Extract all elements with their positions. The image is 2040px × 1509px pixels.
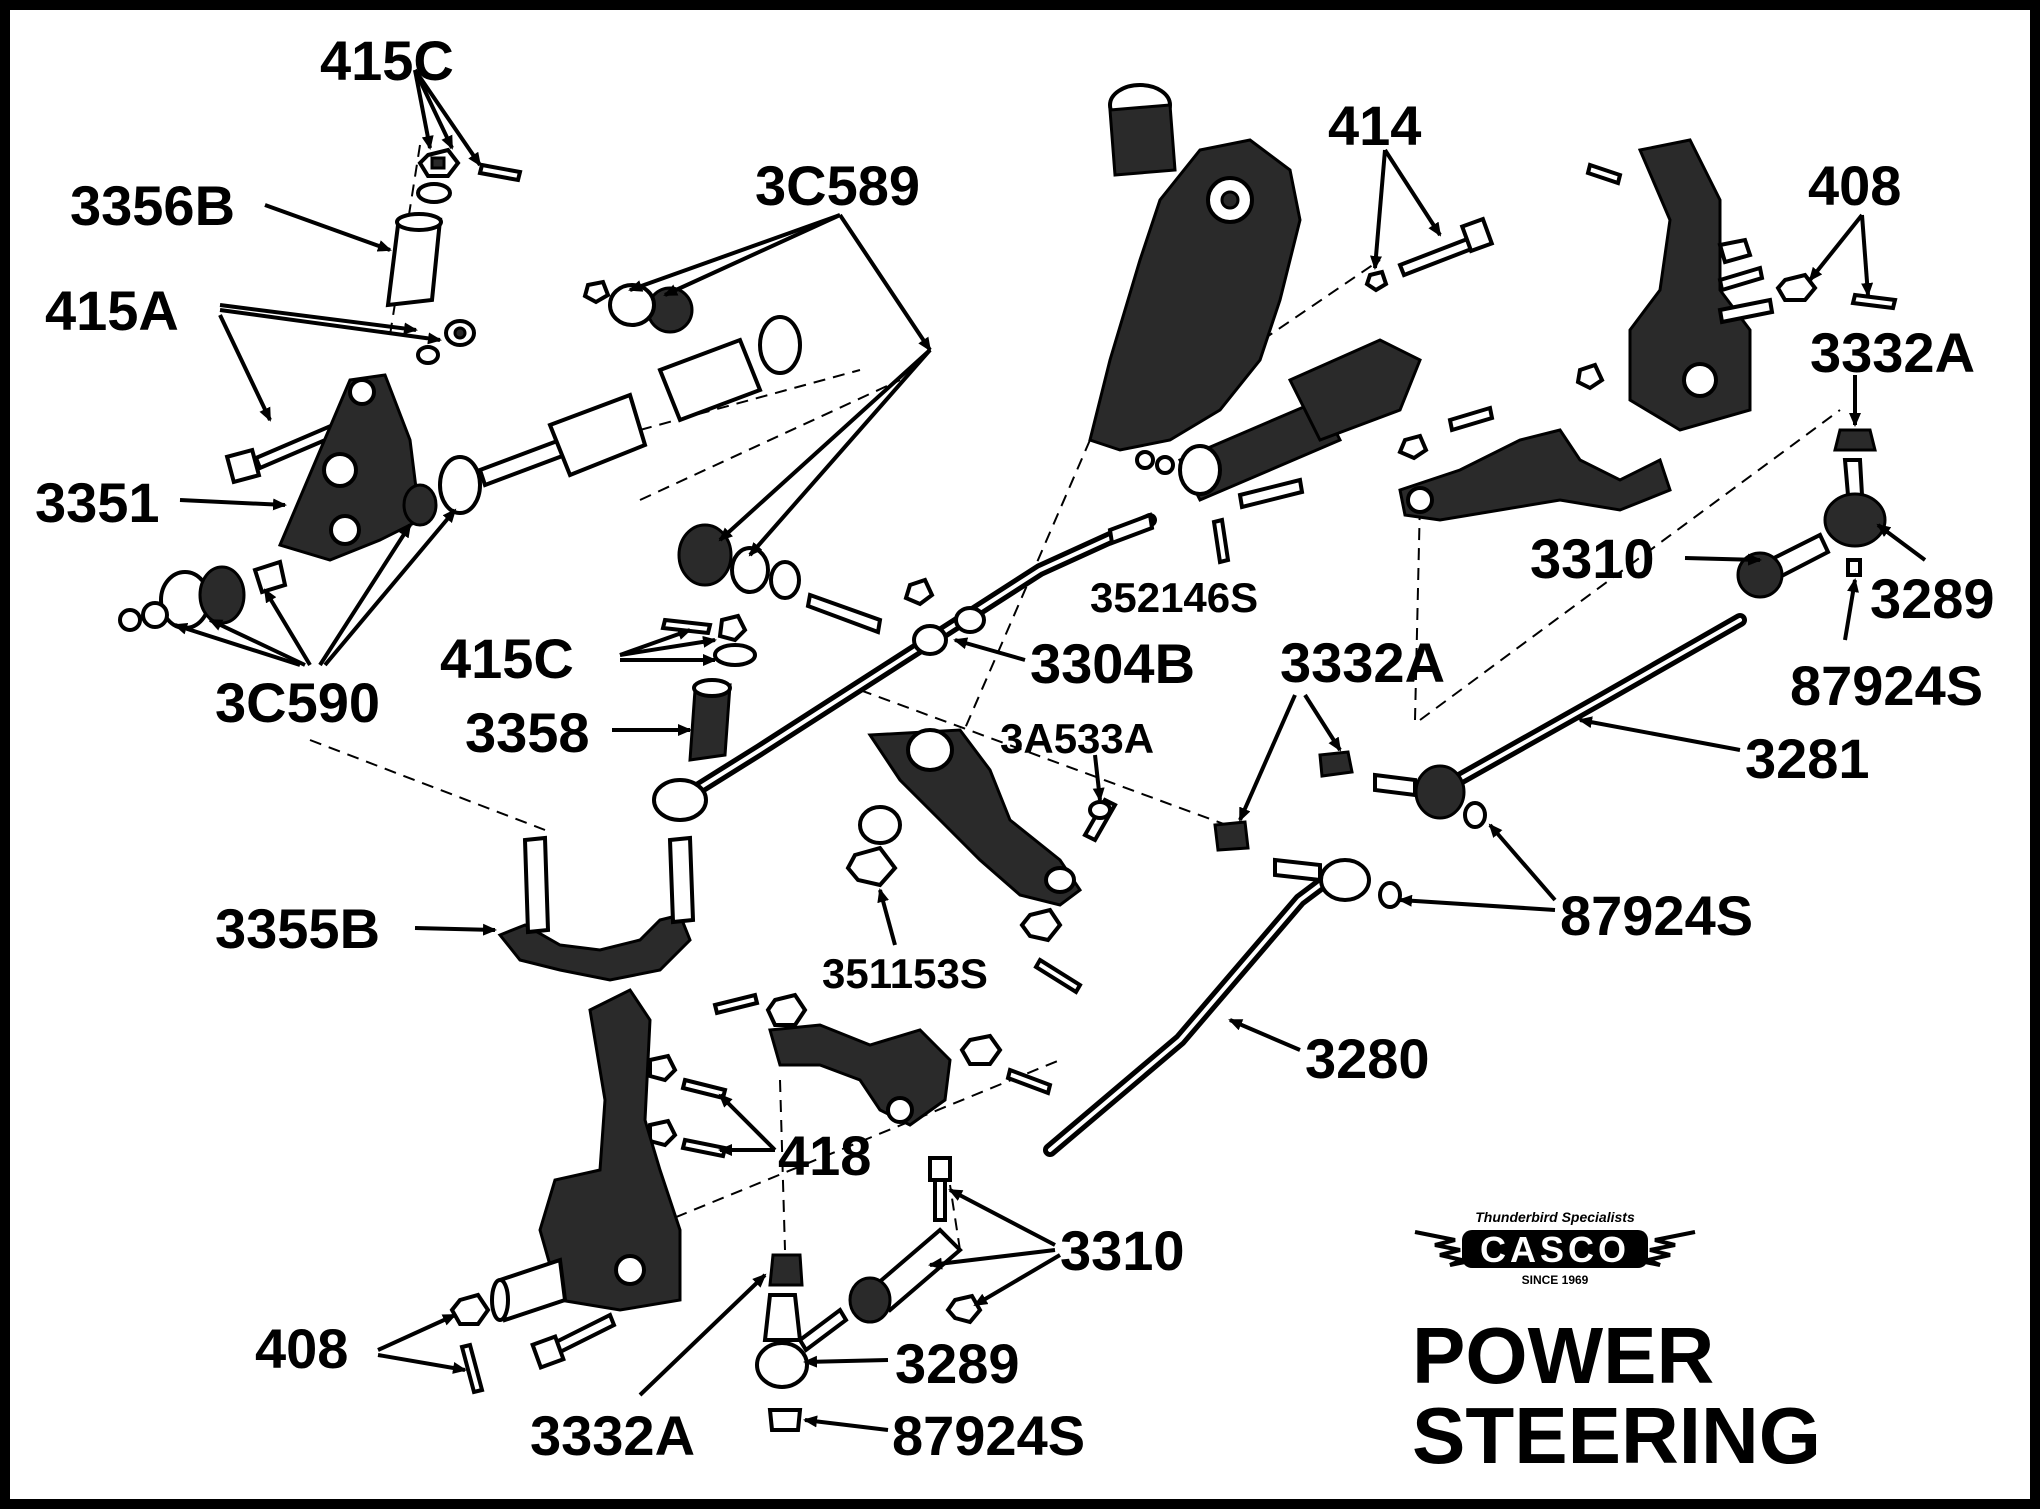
center-link-3304b xyxy=(652,512,1157,822)
label-3310-bot: 3310 xyxy=(1060,1219,1185,1282)
diagram-title-line2: STEERING xyxy=(1412,1391,1821,1480)
tie-rod-end-3289-lower xyxy=(755,1253,849,1432)
label-3281: 3281 xyxy=(1745,727,1870,790)
label-87924s-bot: 87924S xyxy=(892,1404,1085,1467)
label-3332a-mid: 3332A xyxy=(1280,631,1445,694)
label-3355b: 3355B xyxy=(215,897,380,960)
castle-nut-415c-mid xyxy=(660,613,757,667)
logo-since: SINCE 1969 xyxy=(1522,1273,1589,1287)
bolt-414 xyxy=(1364,216,1495,293)
label-408-bot: 408 xyxy=(255,1317,348,1380)
spindle-arm-upper-right xyxy=(1575,138,1775,432)
seal-3332a-mid xyxy=(1213,750,1354,852)
clamp-3310-lower xyxy=(848,1156,983,1325)
label-3332a-bot: 3332A xyxy=(530,1404,695,1467)
nut-cotter-408-lower xyxy=(449,1292,491,1395)
label-414: 414 xyxy=(1328,94,1421,157)
tie-rod-3280 xyxy=(1043,857,1402,1157)
logo-brand: CASCO xyxy=(1480,1229,1630,1270)
label-418: 418 xyxy=(778,1124,871,1187)
seal-3332a-top xyxy=(1833,428,1877,452)
logo-badge xyxy=(1462,1230,1648,1268)
nut-washer-351153s xyxy=(845,805,1083,995)
steering-arm-418 xyxy=(648,992,1053,1159)
castle-nut-415c-upper xyxy=(417,147,523,183)
shaft-3c589 xyxy=(477,279,883,635)
label-3c589: 3C589 xyxy=(755,154,920,217)
label-352146s: 352146S xyxy=(1090,574,1258,621)
label-3280: 3280 xyxy=(1305,1027,1430,1090)
washers-415a xyxy=(416,319,476,365)
tie-rod-3281 xyxy=(1373,613,1747,829)
label-408-top: 408 xyxy=(1808,154,1901,217)
control-valve-assembly xyxy=(1135,338,1422,565)
leader-arrows xyxy=(173,68,1927,1432)
washer-3356b xyxy=(416,182,452,204)
label-3356b: 3356B xyxy=(70,174,235,237)
pitman-arm xyxy=(867,728,1118,907)
label-3358: 3358 xyxy=(465,701,590,764)
bolt-415a xyxy=(224,419,347,485)
label-87924s-top: 87924S xyxy=(1790,654,1983,717)
bracket-3351 xyxy=(277,373,422,562)
label-415c-top: 415C xyxy=(320,29,454,92)
label-3304b: 3304B xyxy=(1030,632,1195,695)
logo-wing-left xyxy=(1414,1230,1469,1267)
spindle-arm-lower-left xyxy=(490,988,682,1370)
logo-tagline: Thunderbird Specialists xyxy=(1475,1209,1635,1225)
tie-rod-end-3289-upper xyxy=(1736,458,1887,599)
label-415a: 415A xyxy=(45,279,179,342)
label-3a533a: 3A533A xyxy=(1000,715,1154,762)
label-415c-mid: 415C xyxy=(440,627,574,690)
label-351153s: 351153S xyxy=(822,950,988,997)
label-87924s-mid: 87924S xyxy=(1560,884,1753,947)
bushing-3356b xyxy=(385,212,443,308)
label-3310-top: 3310 xyxy=(1530,527,1655,590)
label-3332a-top: 3332A xyxy=(1810,321,1975,384)
logo-wing-right xyxy=(1641,1230,1696,1267)
label-3289-top: 3289 xyxy=(1870,567,1995,630)
casco-logo: Thunderbird Specialists CASCO SINCE 1969 xyxy=(1414,1209,1696,1287)
bushing-3358 xyxy=(688,678,732,762)
label-3351: 3351 xyxy=(35,471,160,534)
part-labels: 415C 3356B 415A 3351 3C590 3C589 415C 33… xyxy=(35,29,1995,1467)
diagram-title-line1: POWER xyxy=(1412,1311,1714,1400)
steering-arm-right xyxy=(1397,405,1672,522)
label-3c590: 3C590 xyxy=(215,671,380,734)
nut-cotter-408-upper xyxy=(1775,272,1898,311)
steering-gear-box xyxy=(1088,83,1302,452)
label-3289-bot: 3289 xyxy=(895,1332,1020,1395)
idler-bracket-3355b xyxy=(497,835,696,982)
